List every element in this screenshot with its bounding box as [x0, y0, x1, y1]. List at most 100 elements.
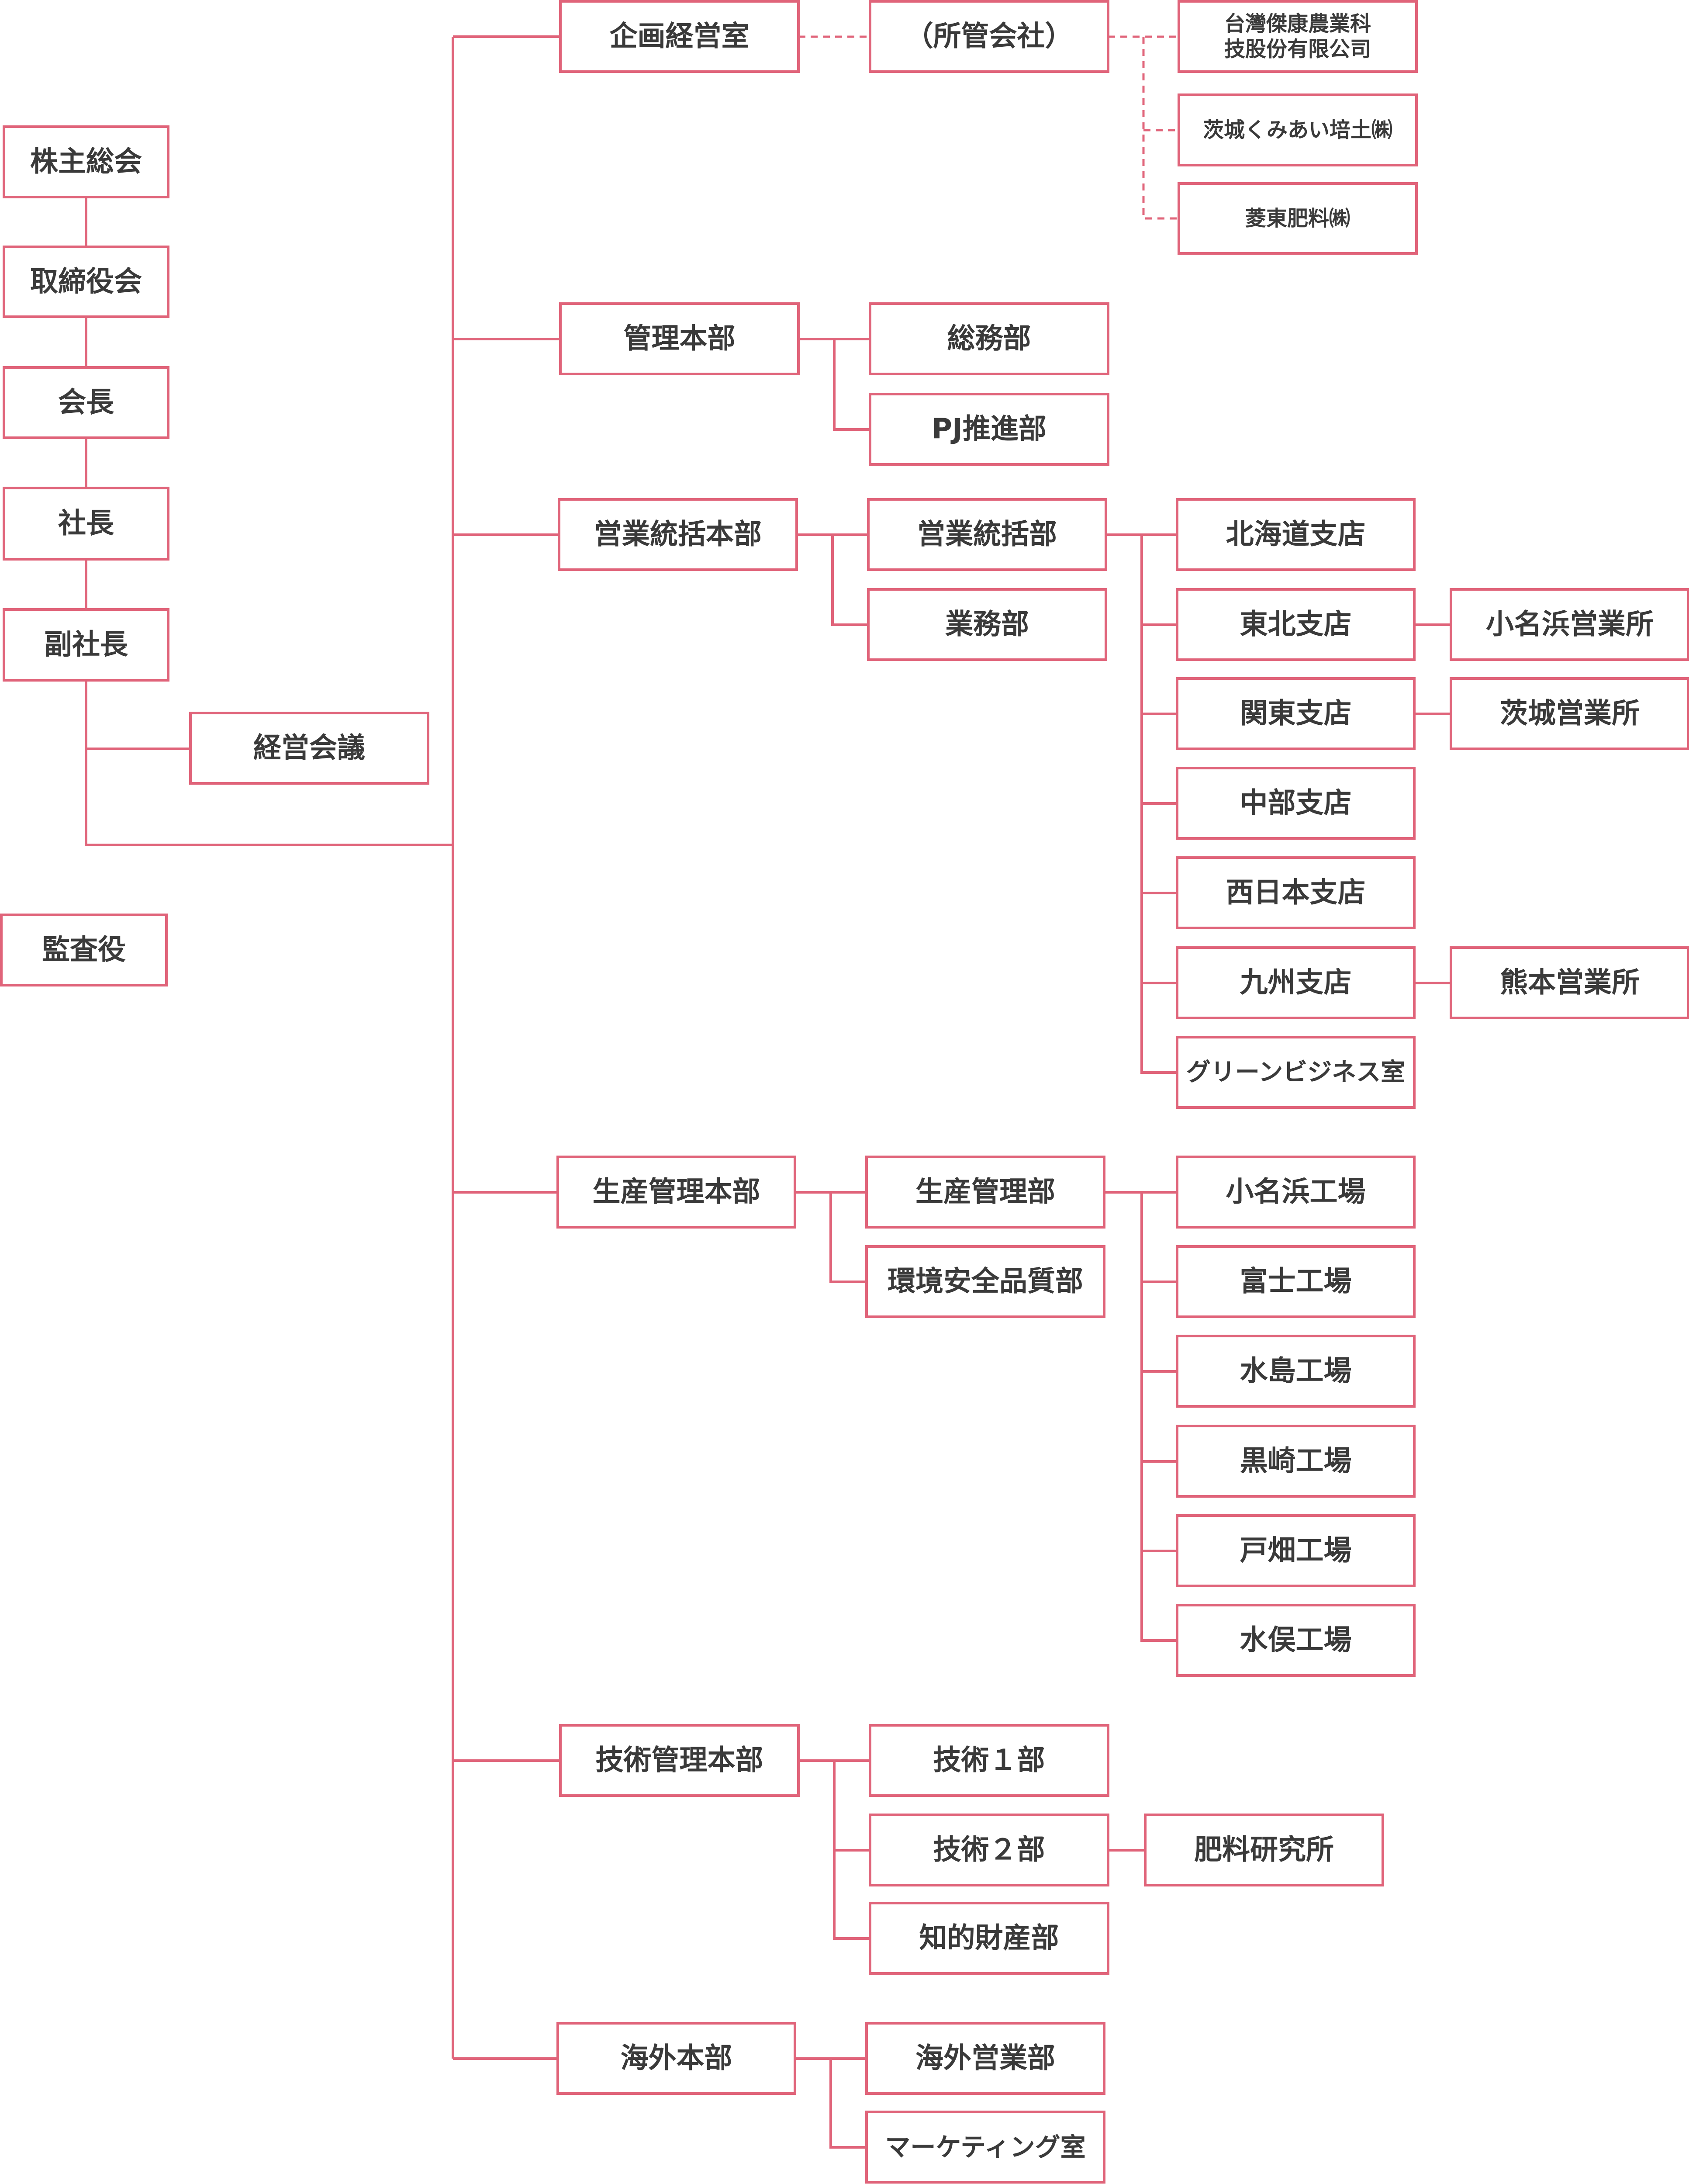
shareholders-box-frame — [3, 125, 169, 198]
fertilizer-lab-box-frame — [1144, 1814, 1384, 1886]
president-box-label: 社長 — [58, 508, 114, 540]
env-safety-box-frame — [865, 1245, 1105, 1318]
shareholders-box: 株主総会 — [3, 125, 169, 198]
technical-box: 技術管理本部 — [559, 1724, 800, 1797]
general-affairs-box-frame — [869, 302, 1109, 375]
tech-dept1-box: 技術１部 — [869, 1724, 1109, 1797]
line-technical-spine — [833, 1761, 870, 1940]
branch-box-6-label: グリーンビジネス室 — [1186, 1058, 1405, 1087]
sales-box-frame — [558, 498, 798, 571]
branch-box-1-label: 東北支店 — [1240, 609, 1352, 641]
plant-box-1-frame — [1176, 1245, 1416, 1318]
overseas-box: 海外本部 — [556, 2022, 796, 2095]
plant-box-1-label: 富士工場 — [1240, 1266, 1352, 1298]
branch-box-2: 関東支店 — [1176, 677, 1416, 750]
sales-box: 営業統括本部 — [558, 498, 798, 571]
tech-dept1-box-frame — [869, 1724, 1109, 1797]
line-affiliates-spine — [1142, 37, 1179, 220]
technical-box-frame — [559, 1724, 800, 1797]
branch-box-0-frame — [1176, 498, 1416, 571]
branch-box-3: 中部支店 — [1176, 767, 1416, 840]
plant-box-0-frame — [1176, 1156, 1416, 1229]
branch-box-2-label: 関東支店 — [1240, 698, 1352, 730]
branch-box-2-frame — [1176, 677, 1416, 750]
connector-lines — [85, 35, 1451, 2149]
affiliate-ryoto-box-frame — [1178, 182, 1418, 255]
auditor-box-frame — [0, 914, 168, 986]
plant-box-3-label: 黒崎工場 — [1240, 1445, 1352, 1478]
auditor-box-label: 監査役 — [42, 934, 126, 966]
production-box: 生産管理本部 — [556, 1156, 796, 1229]
line-admin-pj — [833, 339, 870, 431]
tech-dept2-box: 技術２部 — [869, 1814, 1109, 1886]
chairman-box-label: 会長 — [58, 387, 114, 419]
auditor-box: 監査役 — [0, 914, 168, 986]
plant-box-4: 戸畑工場 — [1176, 1514, 1416, 1587]
board-box: 取締役会 — [3, 246, 169, 318]
sales-dept-box: 営業統括部 — [867, 498, 1107, 571]
plant-box-3-frame — [1176, 1425, 1416, 1498]
affiliate-taiwan-box-frame — [1178, 0, 1418, 73]
branch-box-3-frame — [1176, 767, 1416, 840]
affiliate-ibaraki-box-label: 茨城くみあい培土㈱ — [1203, 118, 1392, 142]
admin-box: 管理本部 — [559, 302, 800, 375]
vice-president-box: 副社長 — [3, 608, 169, 682]
line-production-env — [829, 1192, 867, 1283]
plant-box-3: 黒崎工場 — [1176, 1425, 1416, 1498]
env-safety-box: 環境安全品質部 — [865, 1245, 1105, 1318]
pj-promotion-box-label: PJ推進部 — [932, 413, 1047, 446]
branch-box-5-label: 九州支店 — [1240, 967, 1352, 999]
technical-box-label: 技術管理本部 — [596, 1744, 763, 1777]
planning-box: 企画経営室 — [559, 0, 800, 73]
marketing-box-frame — [865, 2111, 1105, 2184]
business-dept-box: 業務部 — [867, 588, 1107, 661]
branch-box-6: グリーンビジネス室 — [1176, 1036, 1416, 1109]
marketing-box: マーケティング室 — [865, 2111, 1105, 2184]
branch-box-4: 西日本支店 — [1176, 856, 1416, 929]
branch-box-5-frame — [1176, 946, 1416, 1019]
affiliate-taiwan-box: 台灣傑康農業科技股份有限公司 — [1178, 0, 1418, 73]
ip-dept-box: 知的財産部 — [869, 1902, 1109, 1975]
board-box-label: 取締役会 — [30, 266, 142, 298]
production-box-label: 生産管理本部 — [593, 1176, 760, 1208]
overseas-sales-box-label: 海外営業部 — [915, 2042, 1055, 2075]
production-box-frame — [556, 1156, 796, 1229]
ip-dept-box-frame — [869, 1902, 1109, 1975]
plant-box-0: 小名浜工場 — [1176, 1156, 1416, 1229]
branch-box-0: 北海道支店 — [1176, 498, 1416, 571]
branch-box-0-label: 北海道支店 — [1226, 519, 1366, 551]
branch-box-1-frame — [1176, 588, 1416, 661]
branch-box-5: 九州支店 — [1176, 946, 1416, 1019]
vice-president-box-label: 副社長 — [44, 629, 128, 661]
production-dept-box: 生産管理部 — [865, 1156, 1105, 1229]
production-dept-box-frame — [865, 1156, 1105, 1229]
admin-box-label: 管理本部 — [624, 323, 736, 355]
fertilizer-lab-box-label: 肥料研究所 — [1194, 1834, 1334, 1866]
fertilizer-lab-box: 肥料研究所 — [1144, 1814, 1384, 1886]
sales-dept-box-label: 営業統括部 — [917, 519, 1057, 551]
sales-box-label: 営業統括本部 — [594, 519, 762, 551]
plant-box-1: 富士工場 — [1176, 1245, 1416, 1318]
plant-box-2-label: 水島工場 — [1240, 1355, 1352, 1388]
office-ibaraki-box: 茨城営業所 — [1450, 677, 1689, 750]
office-kumamoto-box-frame — [1450, 946, 1689, 1019]
planning-box-label: 企画経営室 — [610, 21, 750, 53]
line-overseas-marketing — [829, 2059, 867, 2149]
affiliates-label-box-frame — [869, 0, 1109, 73]
office-onahama-box-frame — [1450, 588, 1689, 661]
tech-dept1-box-label: 技術１部 — [933, 1744, 1045, 1777]
office-kumamoto-box: 熊本営業所 — [1450, 946, 1689, 1019]
branch-box-3-label: 中部支店 — [1240, 787, 1352, 820]
overseas-sales-box-frame — [865, 2022, 1105, 2095]
office-onahama-box: 小名浜営業所 — [1450, 588, 1689, 661]
overseas-box-label: 海外本部 — [621, 2042, 732, 2075]
general-affairs-box: 総務部 — [869, 302, 1109, 375]
planning-box-frame — [559, 0, 800, 73]
affiliates-label-box-label: （所管会社） — [905, 21, 1073, 53]
business-dept-box-frame — [867, 588, 1107, 661]
marketing-box-label: マーケティング室 — [885, 2132, 1085, 2162]
plant-box-4-label: 戸畑工場 — [1240, 1535, 1352, 1567]
office-ibaraki-box-frame — [1450, 677, 1689, 750]
pj-promotion-box: PJ推進部 — [869, 393, 1109, 466]
